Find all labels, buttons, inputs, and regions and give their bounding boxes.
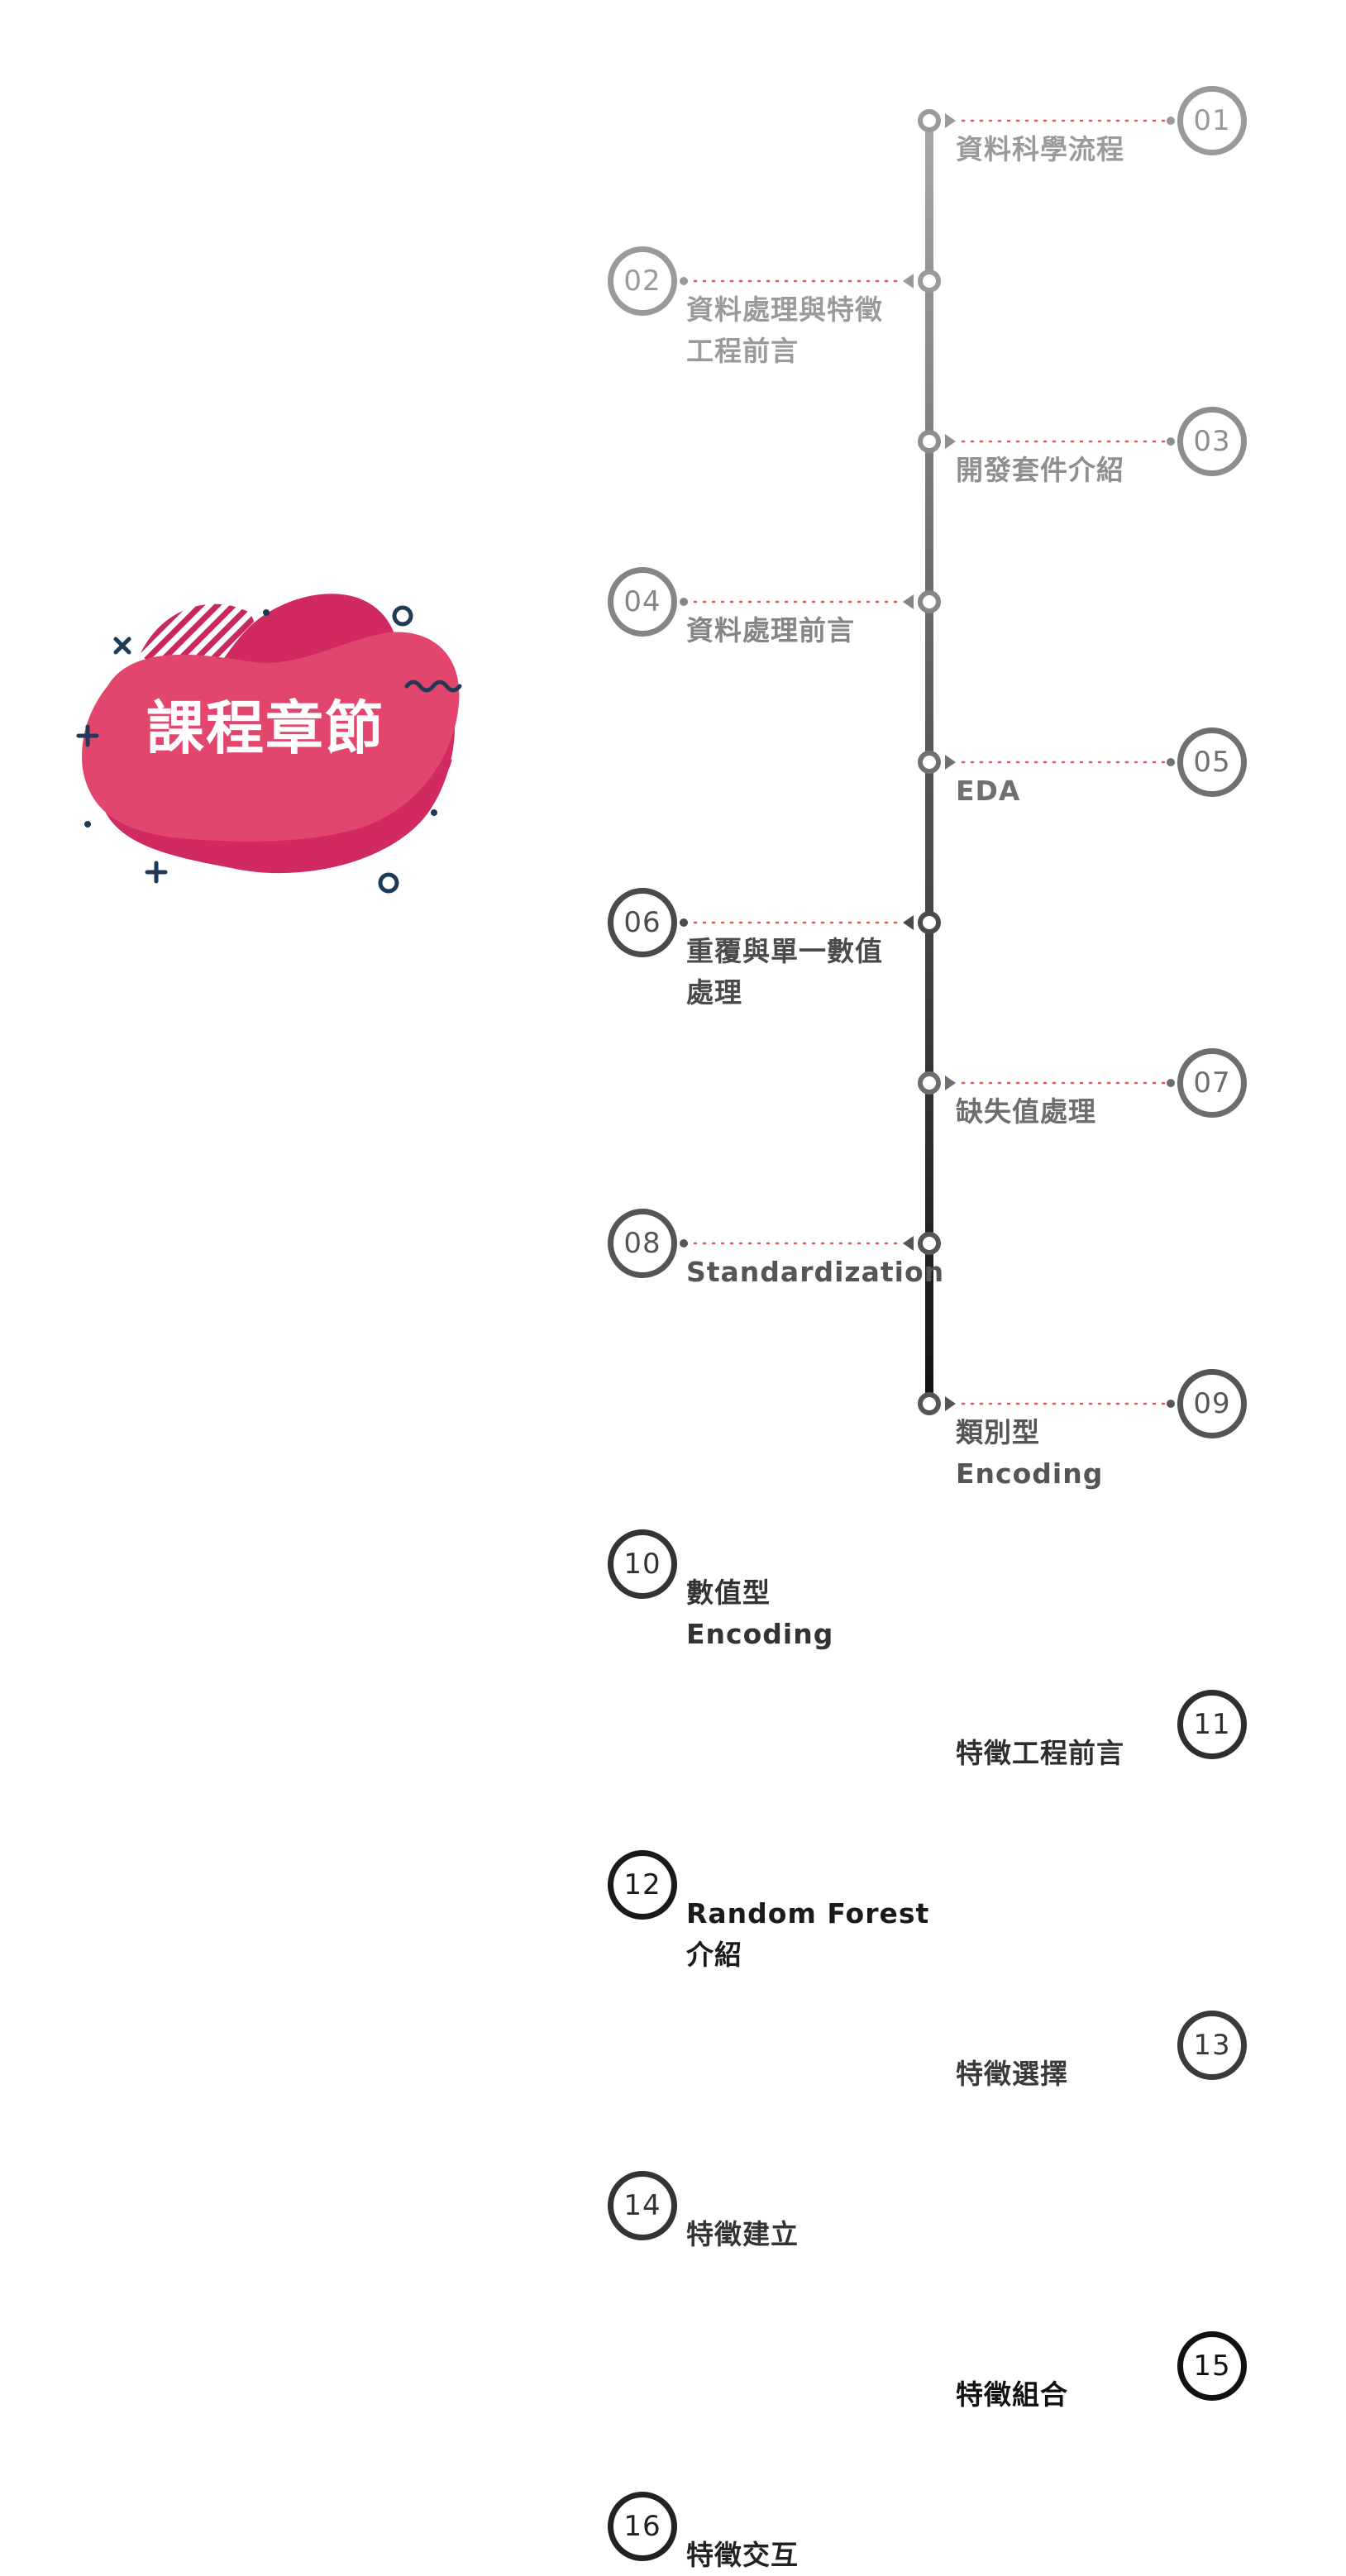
timeline-marker [918, 590, 941, 613]
connector-arrow-icon [945, 1396, 956, 1411]
plus-icon [76, 724, 168, 884]
timeline [680, 109, 1175, 1415]
chapter-label: EDA [956, 775, 1021, 807]
chapter-node-07: 07 [1177, 1048, 1247, 1118]
chapter-label: 特徵建立 [686, 2218, 799, 2250]
chapter-node-06: 06 [608, 888, 677, 957]
chapter-label: 資料處理前言 [686, 614, 855, 646]
chapter-number: 09 [1193, 1387, 1231, 1420]
page-title: 課程章節 [146, 694, 384, 762]
stripe-shape-top [141, 603, 255, 667]
ring-icon [392, 605, 413, 627]
connector-arrow-icon [945, 113, 956, 128]
chapter-node-09: 09 [1177, 1369, 1247, 1438]
chapter-node-16: 16 [608, 2492, 677, 2561]
connector-dot [680, 918, 688, 927]
chapter-number: 08 [623, 1227, 661, 1260]
chapter-label: 類別型 Encoding [956, 1416, 1104, 1490]
chapter-label: Standardization [686, 1256, 945, 1288]
timeline-marker [918, 1232, 941, 1255]
timeline-marker [918, 751, 941, 774]
connector-arrow-icon [945, 1076, 956, 1090]
dot-icon [431, 809, 437, 816]
timeline-marker [918, 1392, 941, 1415]
chapter-node-01: 01 [1177, 86, 1247, 155]
ring-icon [378, 872, 399, 894]
chapter-node-03: 03 [1177, 407, 1247, 476]
connector-arrow-icon [903, 915, 914, 930]
timeline-marker [918, 1071, 941, 1095]
chapter-label: 重覆與單一數值處理 [686, 935, 883, 1009]
cross-icon [113, 637, 131, 655]
chapter-node-08: 08 [608, 1209, 677, 1278]
dot-icon [84, 821, 91, 828]
connector-dot [680, 277, 688, 285]
chapter-node-05: 05 [1177, 727, 1247, 797]
chapter-number: 03 [1193, 425, 1231, 458]
chapter-node-10: 10 [608, 1529, 677, 1599]
connector-dot [680, 1239, 688, 1247]
connector-arrow-icon [903, 1236, 914, 1251]
connector-dot [1167, 437, 1175, 446]
timeline-connectors [680, 109, 1175, 1415]
timeline-marker [918, 109, 941, 132]
chapter-label: 開發套件介紹 [956, 454, 1124, 486]
chapter-number: 10 [623, 1548, 661, 1581]
timeline-marker [918, 270, 941, 293]
connector-dot [1167, 117, 1175, 125]
chapter-node-14: 14 [608, 2171, 677, 2240]
chapter-number: 14 [623, 2189, 661, 2222]
connector-arrow-icon [945, 755, 956, 770]
dot-icon [263, 609, 270, 616]
chapter-number: 05 [1193, 746, 1231, 779]
connector-arrow-icon [903, 594, 914, 609]
chapter-number: 01 [1193, 104, 1231, 137]
chapter-label: 資料處理與特徵工程前言 [686, 293, 883, 367]
chapter-label: 特徵組合 [956, 2378, 1068, 2411]
chapter-label: 資料科學流程 [956, 133, 1124, 165]
chapter-number: 07 [1193, 1066, 1231, 1100]
chapter-number: 12 [623, 1868, 661, 1901]
connector-dot [1167, 1079, 1175, 1087]
wave-icon [404, 680, 462, 693]
chapter-number: 16 [623, 2510, 661, 2543]
chapter-label: 數值型 Encoding [686, 1577, 834, 1650]
connector-dot [680, 598, 688, 606]
timeline-marker [918, 911, 941, 934]
chapter-node-02: 02 [608, 246, 677, 316]
chapter-number: 02 [623, 265, 661, 298]
chapter-node-12: 12 [608, 1850, 677, 1920]
connector-arrow-icon [903, 274, 914, 289]
chapter-number: 06 [623, 906, 661, 939]
chapter-label: 特徵交互 [686, 2539, 799, 2571]
title-blob [76, 594, 462, 894]
connector-dot [1167, 758, 1175, 766]
chapter-label: 特徵工程前言 [956, 1737, 1124, 1769]
chapter-label: 特徵選擇 [956, 2058, 1068, 2090]
connector-dot [1167, 1400, 1175, 1408]
chapter-label: Random Forest 介紹 [686, 1897, 930, 1971]
chapter-node-04: 04 [608, 567, 677, 637]
chapter-number: 04 [623, 585, 661, 618]
connector-arrow-icon [945, 434, 956, 449]
timeline-marker [918, 430, 941, 453]
blob-front [82, 632, 460, 842]
chapter-label: 缺失值處理 [956, 1095, 1096, 1128]
